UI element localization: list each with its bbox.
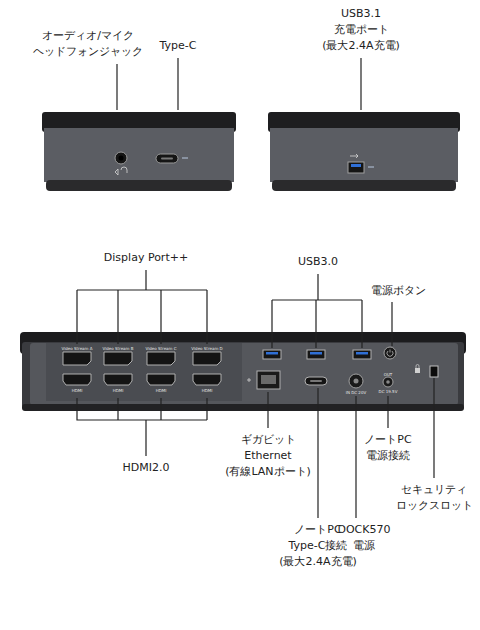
video-panel — [46, 343, 242, 401]
callout-label: 電源ボタン — [371, 283, 426, 299]
port-text: IN DC 20V — [346, 390, 366, 395]
leader-line — [317, 388, 318, 518]
type-c-port — [156, 154, 178, 163]
callout-label: DOCK570 電源 — [337, 522, 390, 554]
dock-back — [20, 332, 466, 411]
type-c-tongue — [310, 380, 322, 382]
port-text: OUT — [384, 372, 393, 377]
port-text: DC 19.5V — [379, 389, 398, 394]
dock-face — [44, 128, 234, 182]
ethernet-inner — [261, 375, 276, 384]
port-text: HDMI — [72, 388, 83, 393]
port-text: HDMI — [202, 388, 213, 393]
audio-jack-hole — [119, 156, 124, 161]
leader-line — [360, 58, 361, 110]
type-c-tongue — [161, 158, 173, 160]
dc-in-jack — [349, 374, 363, 388]
hdmi-port — [193, 374, 221, 385]
displayport — [147, 352, 175, 365]
usb-tongue — [351, 164, 361, 167]
displayport — [193, 352, 221, 365]
dock-face — [270, 128, 458, 182]
port-text: Video Stream D — [191, 346, 222, 351]
leader-line — [433, 378, 434, 478]
port-text: Video Stream A — [62, 346, 93, 351]
displayport — [104, 352, 132, 365]
leader-line — [391, 302, 392, 346]
usb-port — [263, 350, 281, 359]
lock-icon — [416, 365, 419, 369]
audio-jack — [115, 152, 127, 164]
ss-mark — [182, 158, 188, 159]
hdmi-port — [104, 374, 132, 385]
bracket — [272, 274, 362, 348]
dock-face — [30, 343, 458, 405]
port-text: HDMI — [156, 388, 167, 393]
lan-icon — [247, 378, 251, 382]
bracket — [77, 270, 207, 344]
displayport — [63, 352, 91, 365]
lock-icon — [415, 368, 420, 373]
type-c-port — [305, 377, 327, 385]
usb-tongue — [310, 352, 322, 355]
callout-label: USB3.1 充電ポート (最大2.4A充電) — [322, 6, 400, 54]
callout-label: USB3.0 — [298, 254, 338, 270]
lock-slot — [430, 366, 438, 377]
dock-base — [46, 180, 232, 191]
port-text: Video Stream C — [145, 346, 176, 351]
callout-label: HDMI2.0 — [123, 460, 170, 476]
ss-mark — [368, 167, 374, 168]
port-text: Video Stream B — [103, 346, 134, 351]
callout-label: ギガビット Ethernet (有線LANポート) — [225, 432, 311, 480]
headset-icon — [115, 167, 127, 175]
dc-out-jack — [383, 377, 393, 387]
power-icon — [387, 350, 393, 357]
charge-icon — [350, 154, 358, 158]
bracket — [77, 398, 207, 456]
port-text: HDMI — [113, 388, 124, 393]
ethernet-port — [257, 371, 280, 389]
dock-base — [272, 180, 456, 191]
callout-label: Display Port++ — [104, 250, 188, 266]
dock-front — [42, 112, 236, 191]
usb-port — [348, 162, 364, 173]
dc-out-pin — [386, 380, 390, 384]
leader-lines — [77, 58, 434, 518]
leader-line — [267, 392, 268, 428]
callout-label: Type-C — [160, 38, 197, 54]
power-button — [384, 347, 396, 359]
usb-tongue — [266, 352, 278, 355]
callout-label: ノートPC 電源接続 — [364, 432, 411, 464]
callout-label: セキュリティ ロックスロット — [396, 482, 473, 514]
usb-port — [353, 350, 371, 359]
leader-line — [355, 396, 356, 518]
dock-side — [268, 112, 460, 191]
usb-tongue — [356, 352, 368, 355]
hdmi-port — [147, 374, 175, 385]
dock-base — [22, 404, 464, 411]
usb-port — [307, 350, 325, 359]
dock-body — [22, 342, 464, 408]
callout-label: オーディオ/マイク ヘッドフォンジャック — [33, 28, 143, 60]
leader-line — [177, 58, 178, 110]
leader-line — [116, 64, 117, 110]
hdmi-port — [63, 374, 91, 385]
leader-line — [387, 396, 388, 428]
dc-in-pin — [354, 379, 359, 384]
